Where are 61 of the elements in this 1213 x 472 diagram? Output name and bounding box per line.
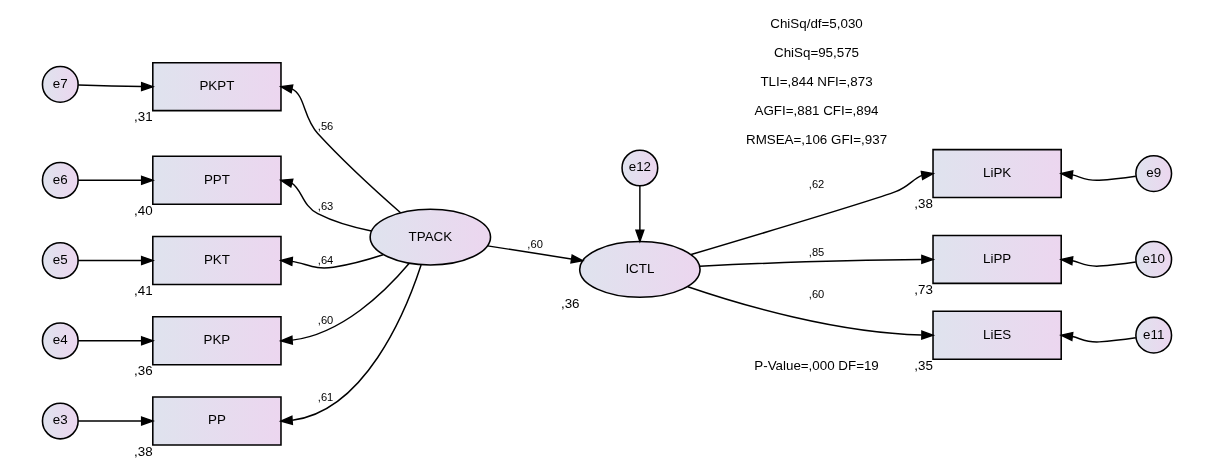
edge-label: ,62 — [808, 178, 824, 191]
node-circle: e3 — [41, 402, 79, 440]
arrow — [634, 185, 645, 244]
node-circle: e10 — [1134, 240, 1172, 278]
arrow — [278, 178, 372, 232]
label: AGFI=,881 CFI=,894 — [754, 102, 879, 118]
node-label: ,35 — [913, 357, 933, 373]
arrow — [278, 254, 384, 269]
node-label: ,36 — [560, 296, 580, 311]
node-circle: e7 — [41, 65, 79, 104]
arrow — [278, 84, 401, 214]
node-label: ,38 — [913, 196, 933, 212]
arrow — [686, 286, 935, 340]
node-ellipse: ICTL — [578, 240, 701, 299]
arrow — [77, 175, 155, 186]
node-label: ,73 — [913, 282, 933, 298]
node-box: PKT — [151, 235, 282, 286]
label: ChiSq/df=5,030 — [769, 15, 863, 31]
arrow — [278, 262, 410, 345]
node-ellipse: TPACK — [368, 208, 491, 266]
node-circle: e6 — [41, 161, 79, 199]
edge-label: ,60 — [526, 238, 543, 251]
node-circle: e9 — [1134, 154, 1172, 193]
node-label: ,36 — [133, 363, 153, 379]
node-label: ,31 — [133, 109, 153, 125]
arrow — [1058, 331, 1136, 343]
node-label: ,41 — [133, 283, 153, 299]
label: RMSEA=,106 GFI=,937 — [745, 131, 887, 147]
edge-label: ,63 — [317, 200, 333, 213]
arrow — [1058, 255, 1136, 267]
arrow — [486, 245, 585, 264]
arrow — [77, 255, 155, 266]
node-box: PPT — [151, 155, 282, 205]
arrow — [1058, 170, 1136, 182]
node-circle: e12 — [620, 149, 658, 187]
arrow — [77, 335, 155, 346]
arrow — [77, 81, 155, 92]
node-circle: e11 — [1134, 316, 1172, 354]
node-box: PP — [151, 396, 282, 446]
node-box: PKPT — [151, 61, 282, 112]
node-label: ,38 — [133, 443, 153, 459]
edge-label: ,64 — [317, 253, 333, 266]
node-label: ,40 — [133, 202, 153, 218]
arrow — [77, 416, 155, 426]
arrow — [278, 264, 422, 426]
label: TLI=,844 NFI=,873 — [759, 73, 873, 89]
edge-label: ,61 — [317, 390, 333, 403]
label: ChiSq=95,575 — [773, 44, 859, 60]
edge-label: ,60 — [317, 314, 333, 327]
edge-label: ,60 — [808, 288, 824, 301]
label: P-Value=,000 DF=19 — [753, 357, 879, 373]
node-circle: e4 — [41, 322, 79, 360]
node-box: LiPK — [931, 148, 1062, 199]
node-box: LiES — [931, 310, 1062, 360]
edge-label: ,56 — [317, 120, 333, 133]
node-box: LiPP — [931, 234, 1062, 285]
node-box: PKP — [151, 316, 282, 366]
arrow — [689, 170, 935, 256]
edge-label: ,85 — [808, 246, 824, 259]
node-circle: e5 — [41, 241, 79, 280]
arrow — [698, 254, 935, 267]
